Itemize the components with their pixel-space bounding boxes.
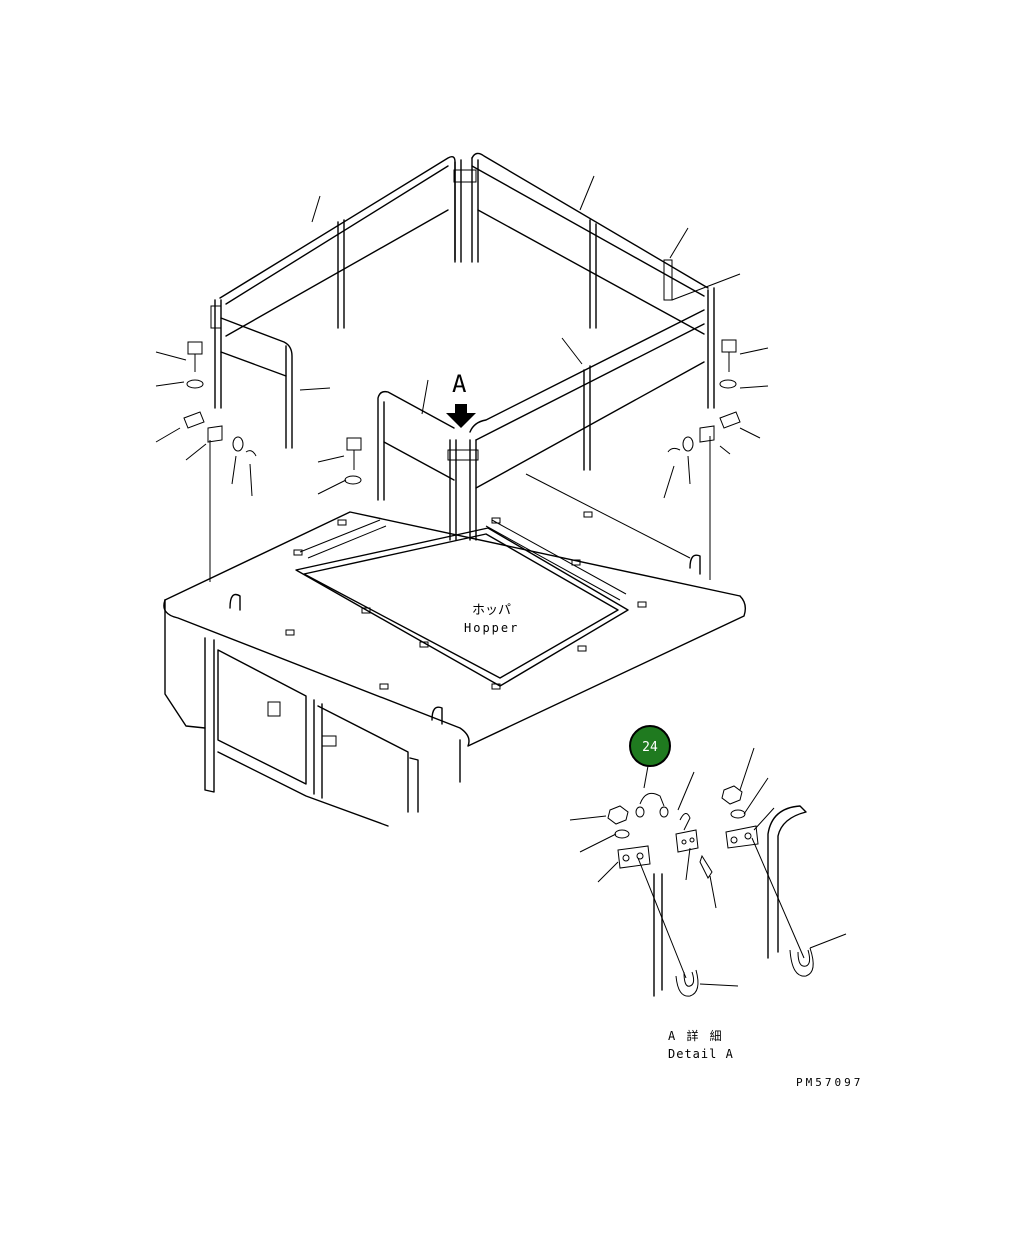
hopper-label-jp: ホッパ bbox=[472, 603, 511, 618]
hopper-label-en: Hopper bbox=[464, 621, 519, 635]
view-arrow-icon bbox=[446, 404, 476, 428]
left-fasteners bbox=[155, 195, 362, 497]
bolt-head-icon bbox=[187, 341, 203, 355]
callout-number[interactable]: 24 bbox=[642, 740, 658, 755]
detail-label-en: Detail A bbox=[668, 1047, 734, 1061]
detail-label-jp: A 詳 細 bbox=[668, 1028, 724, 1043]
drawing-number: PM57097 bbox=[796, 1076, 863, 1089]
detail-a-view: 24 A 詳 細 Detail A bbox=[569, 725, 847, 1061]
nut-icon bbox=[607, 805, 629, 825]
right-fasteners bbox=[421, 175, 769, 499]
washer-icon bbox=[186, 379, 204, 389]
view-label-a: A bbox=[452, 370, 467, 398]
handrail-assembly bbox=[210, 152, 715, 541]
hopper-body bbox=[163, 436, 747, 827]
washer-icon bbox=[614, 829, 630, 839]
callout-bubble[interactable] bbox=[629, 725, 671, 767]
